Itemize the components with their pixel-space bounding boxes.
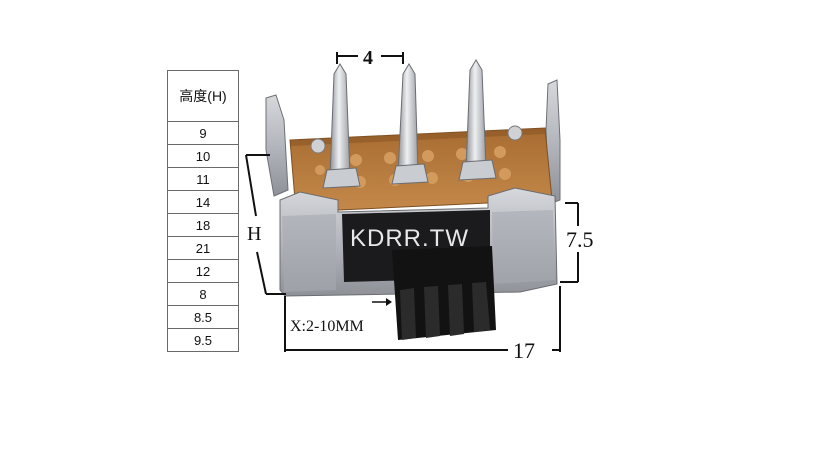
height-table-row: 9.5 [167, 328, 239, 352]
height-table-row: 10 [167, 144, 239, 168]
height-label: H [247, 223, 261, 245]
travel-annotation: X:2-10MM [290, 298, 392, 335]
height-table-row: 14 [167, 190, 239, 214]
height-table: 高度(H) 9 10 11 14 18 21 12 8 8.5 9.5 [167, 70, 239, 352]
slide-actuator [392, 246, 496, 340]
height-dimension: H [245, 154, 286, 295]
pin-spacing-label: 4 [363, 47, 373, 69]
height-table-header: 高度(H) [167, 70, 239, 122]
pin-left [322, 63, 361, 189]
height-value: 9 [167, 121, 239, 145]
mounting-leg-left [265, 94, 289, 197]
height-table-row: 21 [167, 236, 239, 260]
body-height-label: 7.5 [566, 227, 594, 252]
height-table-row: 12 [167, 259, 239, 283]
pin-spacing-dimension: 4 [336, 47, 404, 69]
pin-right [458, 59, 497, 181]
travel-label: X:2-10MM [290, 318, 364, 335]
pin-middle [391, 63, 429, 185]
arrow-right-icon [386, 298, 392, 306]
height-table-header-row: 高度(H) [167, 70, 239, 122]
height-value: 9.5 [167, 328, 239, 352]
width-label: 17 [513, 338, 535, 363]
height-value: 10 [167, 144, 239, 168]
watermark-text: KDRR.TW [350, 225, 469, 252]
body-height-dimension: 7.5 [560, 202, 594, 283]
height-value: 14 [167, 190, 239, 214]
height-value: 12 [167, 259, 239, 283]
height-table-row: 9 [167, 121, 239, 145]
width-dimension: 17 [284, 286, 561, 363]
height-value: 21 [167, 236, 239, 260]
